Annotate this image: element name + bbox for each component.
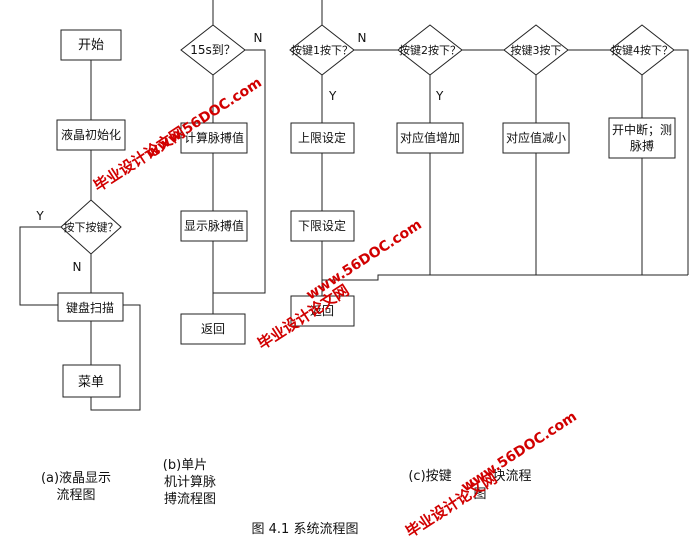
start-label: 开始 (78, 38, 104, 53)
panel-b-pulse-flow: 15s到？ N 计算脉搏值 显示脉搏值 返回 (b)单片 机计算脉 搏流程图 (163, 0, 266, 507)
key1-yes-label: Y (328, 89, 337, 103)
return-b-box (180, 313, 246, 345)
upper-limit-label: 上限设定 (298, 130, 346, 145)
caption-c-line3: 图 (473, 487, 486, 502)
menu-label: 菜单 (78, 375, 104, 390)
return-loop-connector (90, 304, 141, 411)
key-pressed-label: 按下按键？ (64, 220, 119, 234)
lcd-init-box (56, 119, 126, 151)
figure-caption: 图 4.1 系统流程图 (252, 522, 359, 537)
caption-a-line2: 流程图 (56, 488, 95, 503)
caption-b-line3: 搏流程图 (164, 491, 216, 507)
show-pulse-box (180, 210, 248, 242)
calc-pulse-box (180, 122, 248, 154)
caption-c-line1: (c)按键 (408, 469, 451, 484)
yes-loop-connector (19, 226, 61, 306)
return-c-label: 返回 (310, 304, 334, 318)
show-pulse-label: 显示脉搏值 (184, 218, 244, 233)
lower-limit-label: 下限设定 (298, 218, 346, 233)
interrupt-box (608, 117, 676, 159)
decrease-box (502, 122, 570, 154)
caption-b-line2: 机计算脉 (164, 475, 216, 490)
increase-label: 对应值增加 (400, 130, 460, 145)
lower-limit-box (290, 210, 355, 242)
return-c-box (290, 295, 355, 327)
panel-c-key-flow: 按键1按下？ N Y 上限设定 下限设定 返回 按键2按下？ Y 对应值增加 按… (289, 0, 689, 502)
return-b-label: 返回 (201, 322, 225, 336)
key2-label: 按键2按下？ (399, 43, 461, 57)
lcd-init-label: 液晶初始化 (61, 127, 121, 142)
caption-b-line1: (b)单片 (163, 458, 207, 473)
caption-c-line2: 块流程 (492, 469, 531, 484)
key4-label: 按键4按下？ (611, 43, 673, 57)
no-label: N (73, 260, 82, 274)
key3-label: 按键3按下 (511, 43, 562, 57)
connector (674, 49, 689, 275)
calc-pulse-label: 计算脉搏值 (184, 130, 244, 145)
timer-no-label: N (254, 31, 263, 45)
decrease-label: 对应值减小 (506, 130, 566, 145)
key1-no-label: N (358, 31, 367, 45)
upper-limit-box (290, 122, 355, 154)
key1-label: 按键1按下？ (291, 43, 353, 57)
merge-connector (322, 274, 688, 281)
timer-label: 15s到？ (190, 43, 236, 57)
caption-a-line1: (a)液晶显示 (41, 471, 111, 486)
interrupt-label-line1: 开中断；测 (612, 122, 672, 137)
panel-a-lcd-flow: 开始 液晶初始化 按下按键？ Y N 键盘扫描 菜单 (a)液晶显示 流程图 (19, 29, 141, 503)
keyboard-scan-label: 键盘扫描 (66, 300, 114, 315)
no-branch-connector (213, 49, 266, 294)
menu-box (62, 364, 121, 398)
start-box (60, 29, 122, 61)
increase-box (396, 122, 464, 154)
keyboard-scan-box (57, 292, 124, 322)
interrupt-label-line2: 脉搏 (630, 138, 654, 153)
key2-yes-label: Y (435, 89, 444, 103)
yes-label: Y (35, 209, 44, 223)
